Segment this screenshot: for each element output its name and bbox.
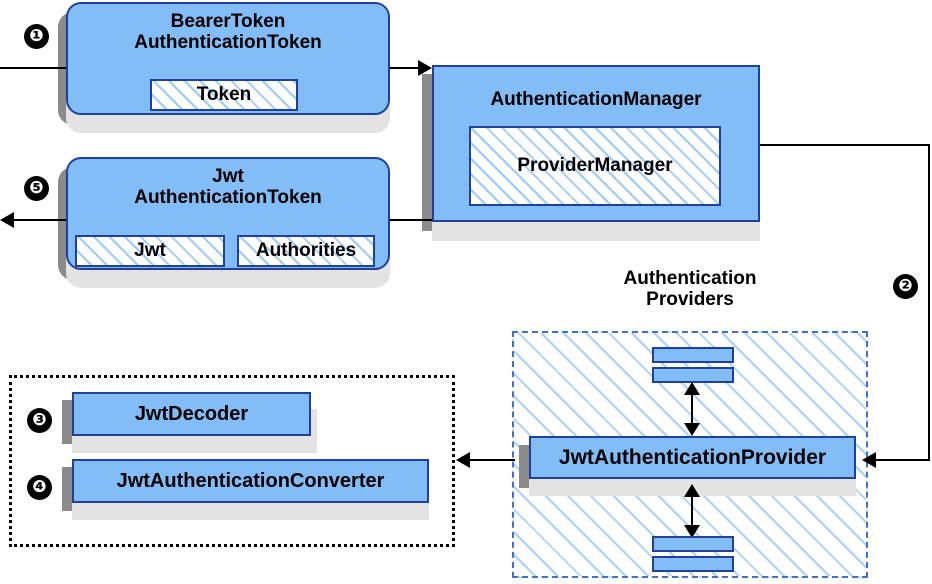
connector-manager-to-jwt-token — [390, 219, 432, 221]
connector-request-in — [0, 67, 66, 69]
node-bearer-token-authentication-token[interactable]: BearerToken AuthenticationToken — [66, 2, 390, 115]
inner-token-label: Token — [196, 84, 252, 105]
node-provider-manager[interactable]: ProviderManager — [469, 126, 721, 206]
inner-jwt-label: Jwt — [134, 240, 166, 261]
jwt-token-title-line2: AuthenticationToken — [134, 187, 322, 209]
authentication-manager-title: AuthenticationManager — [490, 89, 702, 110]
authentication-providers-label-line2: Providers — [646, 289, 734, 311]
arrowhead-provider-to-jwt-support — [456, 452, 470, 468]
badge-step-5-number: ❺ — [29, 178, 44, 198]
connector-manager-out — [760, 144, 930, 146]
badge-step-1: ❶ — [24, 24, 49, 49]
connector-right-rail — [928, 144, 930, 460]
badge-step-1-number: ❶ — [29, 26, 44, 46]
provider-manager-label: ProviderManager — [517, 155, 673, 176]
badge-step-2: ❷ — [893, 274, 918, 299]
label-authentication-providers: Authentication Providers — [570, 268, 810, 311]
badge-step-5: ❺ — [24, 176, 49, 201]
bearer-token-title-line1: BearerToken — [170, 11, 286, 32]
bearer-token-title-line2: AuthenticationToken — [134, 32, 322, 54]
connector-jwt-token-out — [14, 219, 66, 221]
badge-step-4: ❹ — [27, 475, 52, 500]
arrowhead-upper-bars-up — [684, 382, 700, 395]
arrowhead-rail-to-provider — [862, 452, 876, 468]
node-jwt-decoder[interactable]: JwtDecoder — [72, 392, 311, 436]
node-jwt-authentication-converter[interactable]: JwtAuthenticationConverter — [72, 459, 429, 503]
badge-step-3: ❸ — [27, 408, 52, 433]
connector-rail-to-provider — [876, 459, 930, 461]
inner-authorities-label: Authorities — [255, 240, 357, 261]
connector-bearer-to-manager — [390, 67, 422, 69]
authentication-providers-label-line1: Authentication — [623, 268, 757, 289]
node-jwt-authentication-provider[interactable]: JwtAuthenticationProvider — [529, 436, 856, 479]
jwt-authentication-converter-title: JwtAuthenticationConverter — [116, 469, 385, 492]
jwt-decoder-title: JwtDecoder — [134, 402, 249, 425]
arrowhead-lower-bars-down — [684, 525, 700, 538]
connector-provider-upper-bars — [691, 385, 693, 433]
provider-bar-lower-top — [652, 536, 734, 552]
provider-bar-lower-bottom — [652, 556, 734, 572]
badge-step-3-number: ❸ — [32, 410, 47, 430]
jwt-token-title-line1: Jwt — [212, 166, 244, 187]
connector-provider-lower-bars — [691, 487, 693, 535]
jwt-authentication-provider-title: JwtAuthenticationProvider — [558, 445, 827, 469]
node-bearer-token-inner-token[interactable]: Token — [150, 79, 298, 111]
badge-step-2-number: ❷ — [898, 276, 913, 296]
arrowhead-bearer-to-manager — [418, 60, 432, 76]
provider-bar-upper-bottom — [652, 367, 734, 383]
provider-bar-upper-top — [652, 347, 734, 363]
node-jwt-token-inner-jwt[interactable]: Jwt — [75, 235, 225, 267]
arrowhead-jwt-token-out — [0, 212, 14, 228]
badge-step-4-number: ❹ — [32, 477, 47, 497]
arrowhead-upper-bars-down — [684, 423, 700, 436]
connector-provider-to-jwt-support — [470, 459, 515, 461]
arrowhead-lower-bars-up — [684, 484, 700, 497]
node-jwt-token-inner-authorities[interactable]: Authorities — [237, 235, 375, 267]
